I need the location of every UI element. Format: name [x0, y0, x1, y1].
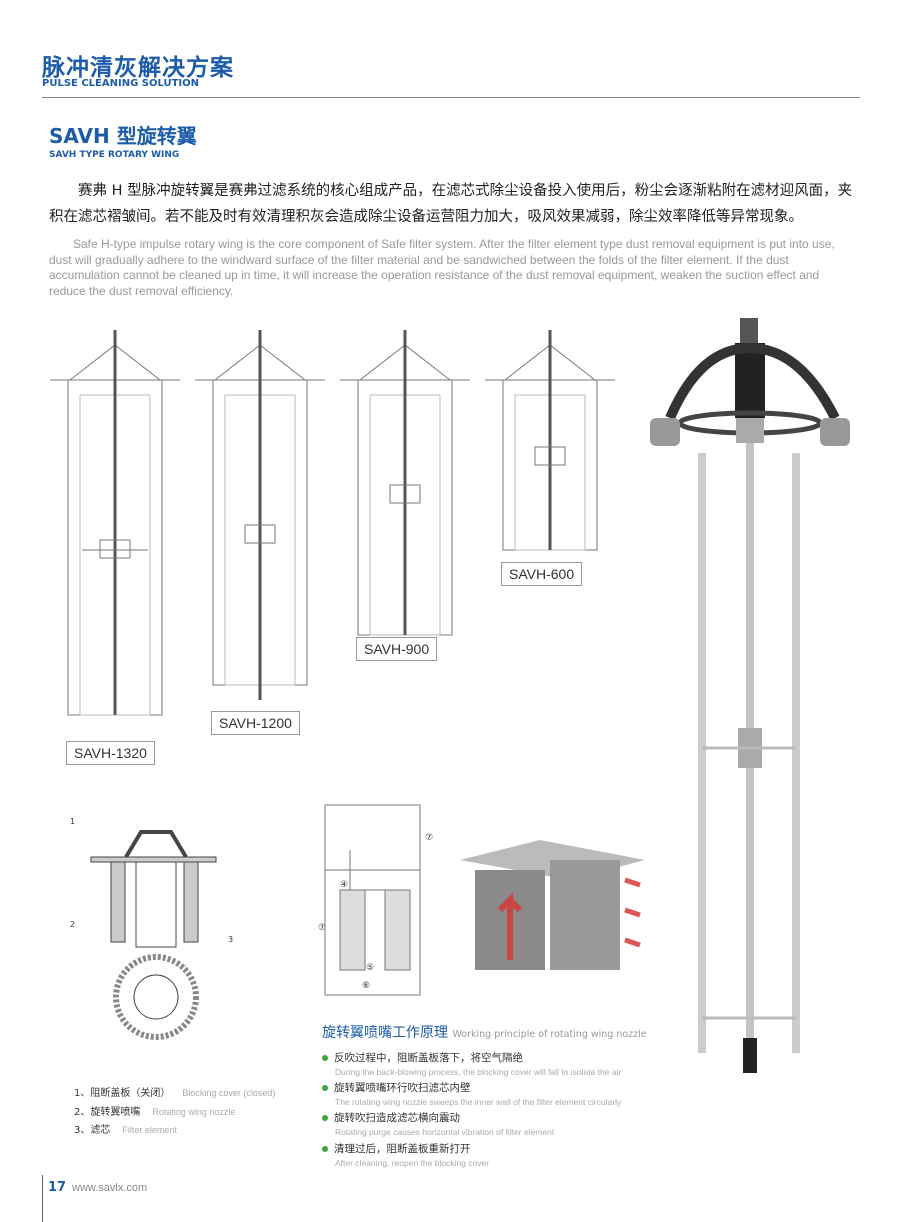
filter-drawings [50, 330, 615, 716]
bullet-icon [322, 1115, 328, 1121]
bullet-icon [322, 1085, 328, 1091]
filter-3d-illustration [460, 840, 645, 970]
model-label: SAVH-1320 [66, 741, 155, 765]
principle-title-cn: 旋转翼喷嘴工作原理 [322, 1025, 448, 1041]
rotary-wing-photo [650, 318, 850, 1073]
filter-600 [485, 330, 615, 551]
footer-divider [42, 1175, 43, 1222]
section-title: SAVH 型旋转翼 [49, 124, 197, 148]
pulse-flow-diagram: ④ ⑤ ⑥ ⑦ ⑦ [318, 804, 433, 996]
blocking-cover-diagram: 1 2 3 [70, 817, 233, 1040]
flow-number: ⑤ [366, 963, 374, 973]
intro-en: Safe H-type impulse rotary wing is the c… [49, 237, 835, 298]
divider [42, 97, 860, 98]
model-label: SAVH-1200 [211, 711, 300, 735]
filter-1200 [195, 330, 325, 700]
footer-url[interactable]: www.savlx.com [72, 1182, 148, 1194]
legend-item: 1、阻断盖板（关闭）Blocking cover (closed) [74, 1088, 276, 1099]
page-subtitle: PULSE CLEANING SOLUTION [42, 78, 200, 89]
flow-number: ⑦ [318, 923, 326, 933]
filter-900 [340, 330, 470, 636]
intro-cn: 赛弗 H 型脉冲旋转翼是赛弗过滤系统的核心组成产品，在滤芯式除尘设备投入使用后，… [49, 183, 853, 225]
flow-number: ⑥ [362, 981, 370, 991]
flow-number: ⑦ [425, 833, 433, 843]
callout-3: 3 [228, 935, 233, 944]
principle-title-en: Working principle of rotating wing nozzl… [452, 1029, 647, 1040]
callout-2: 2 [70, 920, 75, 929]
model-label: SAVH-600 [501, 562, 583, 586]
page-title: 脉冲清灰解决方案 [42, 55, 234, 81]
bullet-icon [322, 1055, 328, 1061]
principle-title: 旋转翼喷嘴工作原理 Working principle of rotating … [322, 1022, 647, 1042]
section-subtitle: SAVH TYPE ROTARY WING [49, 150, 180, 160]
flow-number: ④ [340, 880, 348, 890]
callout-1: 1 [70, 817, 75, 826]
bullet-icon [322, 1146, 328, 1152]
page-number: 17 [48, 1180, 67, 1195]
filter-1320 [50, 330, 180, 716]
model-label: SAVH-900 [356, 637, 438, 661]
